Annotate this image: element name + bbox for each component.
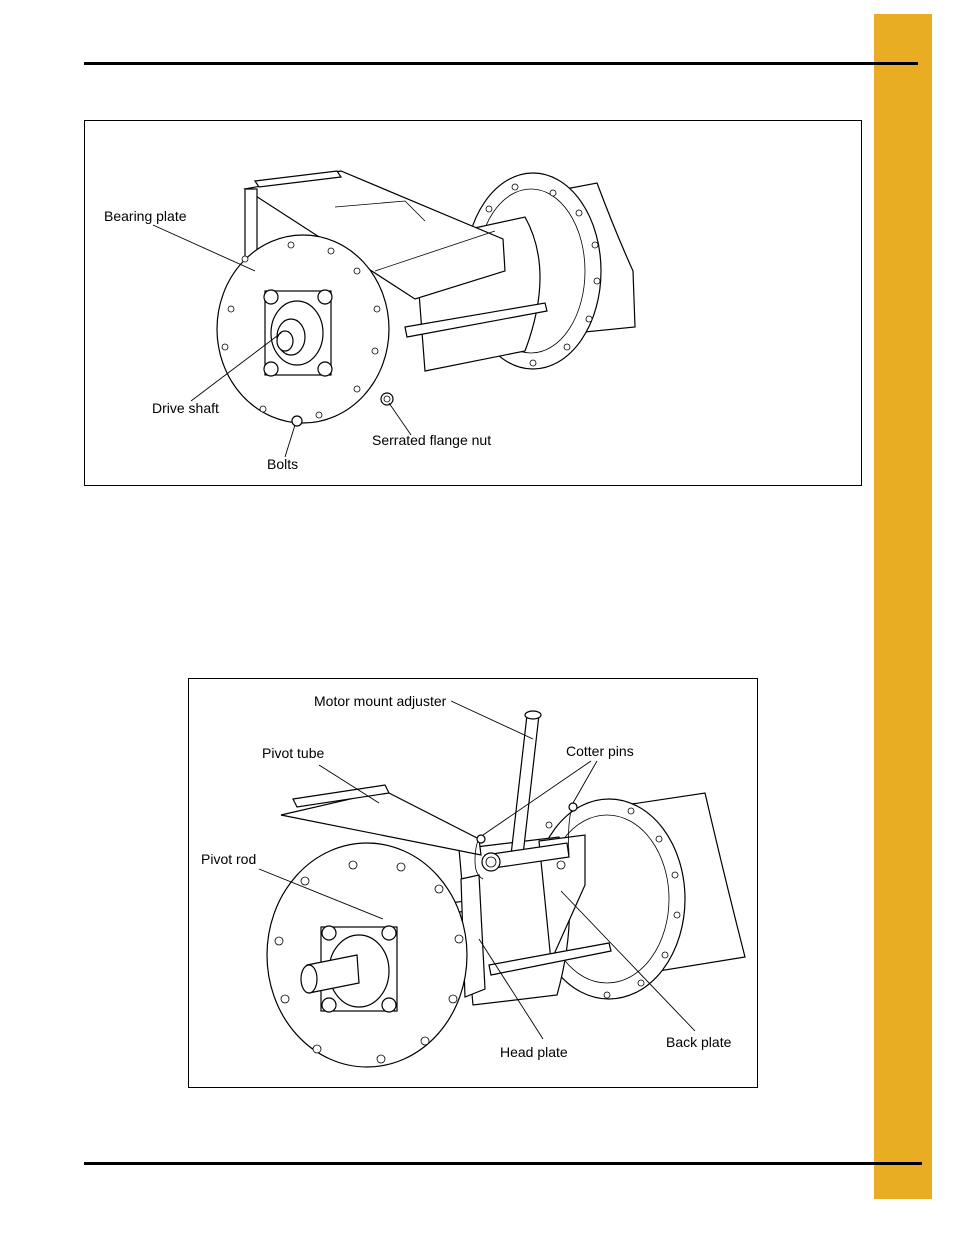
drive-assembly-illustration-1 [152, 170, 636, 458]
label-motor-mount-adjuster: Motor mount adjuster [314, 693, 447, 709]
back-flange-holes [545, 807, 681, 999]
label-drive-shaft: Drive shaft [152, 400, 219, 416]
label-head-plate: Head plate [500, 1044, 568, 1060]
bearing-plate-holes [221, 241, 381, 419]
back-flange-holes [469, 183, 601, 367]
footer-rule [84, 1162, 922, 1165]
label-cotter-pins: Cotter pins [566, 743, 634, 759]
front-plate-holes [274, 860, 464, 1064]
motor-mount-adjuster-leader [450, 700, 534, 740]
drive-shaft-leader [190, 332, 282, 402]
figure-motor-mount-assembly: Motor mount adjuster Pivot tube Cotter p… [188, 678, 758, 1088]
label-pivot-rod: Pivot rod [201, 851, 257, 867]
bearing-plate-leader [152, 224, 256, 272]
header-rule [84, 62, 918, 65]
label-bearing-plate: Bearing plate [104, 208, 187, 224]
drive-assembly-illustration-2 [258, 700, 746, 1068]
back-plate-leader [560, 890, 696, 1032]
figure-bearing-plate-assembly: Bearing plate Drive shaft Serrated flang… [84, 120, 862, 486]
flange-nut-leader [388, 402, 412, 436]
cotter-pin-leader-2 [572, 760, 598, 804]
pivot-rod-leader [258, 868, 384, 920]
section-tab [874, 14, 932, 1199]
pivot-tube-leader [318, 764, 380, 804]
label-back-plate: Back plate [666, 1034, 732, 1050]
head-plate-leader [478, 938, 544, 1040]
label-serrated-flange-nut: Serrated flange nut [372, 432, 492, 448]
label-bolts: Bolts [267, 456, 299, 472]
label-pivot-tube: Pivot tube [262, 745, 325, 761]
cotter-pin-leader-1 [482, 760, 592, 836]
bolts-leader [284, 424, 296, 458]
